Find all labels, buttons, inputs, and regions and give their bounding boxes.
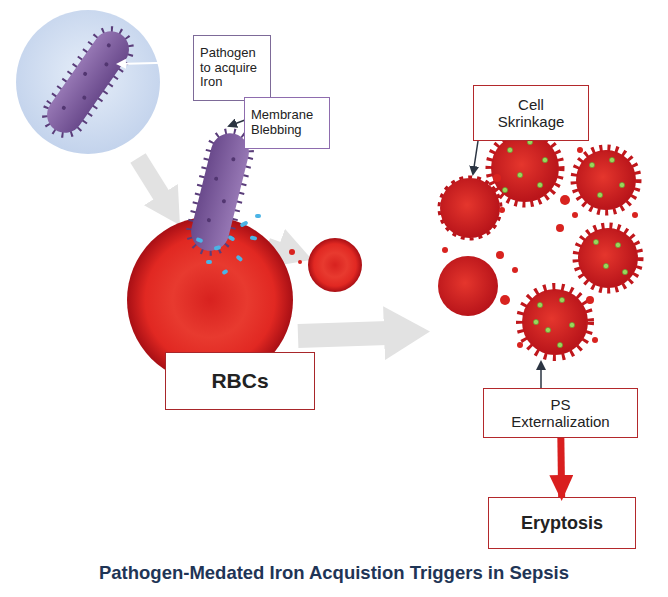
ps-dot [589,162,594,167]
bacterium-texture [106,43,112,49]
ps-dot [533,319,538,324]
bacterium-texture [231,157,236,162]
ps-dot [517,172,522,177]
bacterium-texture [221,199,226,204]
ps-dot [597,192,602,197]
iron-particle [235,255,243,263]
bacterium-texture [206,218,211,223]
cell-spikes [489,132,561,204]
cell-spikes [574,148,638,212]
node-label: Eryptosis [521,513,603,534]
leader-line [229,120,245,126]
ps-dots [502,139,627,347]
iron-particle [221,269,228,275]
cell-fragment [556,224,564,232]
ps-dot [502,187,507,192]
flow-arrow [138,158,163,198]
cell-edge [439,177,501,239]
cell-fragment [560,195,570,205]
ps-dot [619,182,624,187]
cell-fragment [298,260,302,264]
cell-fragment [592,337,598,343]
cell-fragment [572,212,578,218]
ps-dot [609,157,614,162]
label-box: PS Externalization [483,388,638,438]
cell-fragment [577,147,583,153]
red-blood-cell [308,238,362,292]
cell-fragment [493,174,501,182]
node-label: RBCs [211,369,268,393]
cell-body [491,134,559,202]
label-box: Pathogen to acquire Iron [193,35,271,101]
ps-dot [537,302,542,307]
iron-particles [195,214,261,275]
bacterium [37,21,139,142]
ps-dot [545,327,550,332]
ps-dot [537,182,542,187]
flow-arrow [298,333,388,336]
bacterium-texture [104,62,110,68]
ps-dot [622,269,627,274]
shrunken-cell [440,178,500,238]
cell-fragment [512,267,518,273]
iron-particle [195,237,203,243]
cell-fragment [517,342,523,348]
label-box: Membrane Blebbing [244,97,330,149]
diagram-title: Pathogen-Medated Iron Acquistion Trigger… [0,562,668,584]
ps-dot [593,239,598,244]
ps-dot [542,157,547,162]
bacterium-texture [82,71,88,77]
label-box: Cell Skrinkage [473,85,589,141]
eryptotic-cell [489,132,561,204]
iron-particle [240,220,249,227]
ps-dot [559,297,564,302]
leader-line [473,141,478,174]
node-label: Membrane Blebbing [251,108,323,138]
cell-fragments [442,147,638,348]
node-label: PS Externalization [508,396,613,431]
label-box: RBCs [165,352,315,410]
leader-line [540,362,542,388]
ps-dot [557,342,562,347]
iron-particle [255,214,261,218]
bacterium-pili [37,21,139,142]
ps-dot [507,147,512,152]
eryptotic-cell [574,148,638,212]
ps-dot [569,322,574,327]
node-label: Cell Skrinkage [496,96,566,131]
iron-particle [214,245,222,251]
ps-dot [615,242,620,247]
iron-particle [250,236,258,241]
ps-dot [603,263,608,268]
cell-fragment [289,249,295,255]
shrunken-cell [438,256,498,316]
cell-fragment [500,295,510,305]
cell-fragment [632,212,638,218]
node-label: Pathogen to acquire Iron [200,46,264,91]
cell-spikes [576,226,640,290]
leader-line [118,62,193,64]
bacterium-texture [82,95,88,101]
bacterium-texture [214,176,219,181]
flow-arrow [557,438,565,497]
outcome-box: Eryptosis [488,497,636,549]
cell-fragment [499,207,505,213]
bacterium-texture [61,105,67,111]
iron-particle [206,260,212,264]
cell-spikes [520,287,590,357]
cell-fragment [442,247,448,253]
eryptotic-cell [520,287,590,357]
cell-fragment [586,296,594,304]
cell-fragment [496,251,504,259]
bacterium-body [40,24,136,140]
pathogen-circle [16,10,160,154]
eryptotic-cell [576,226,640,290]
iron-particle [227,235,235,242]
